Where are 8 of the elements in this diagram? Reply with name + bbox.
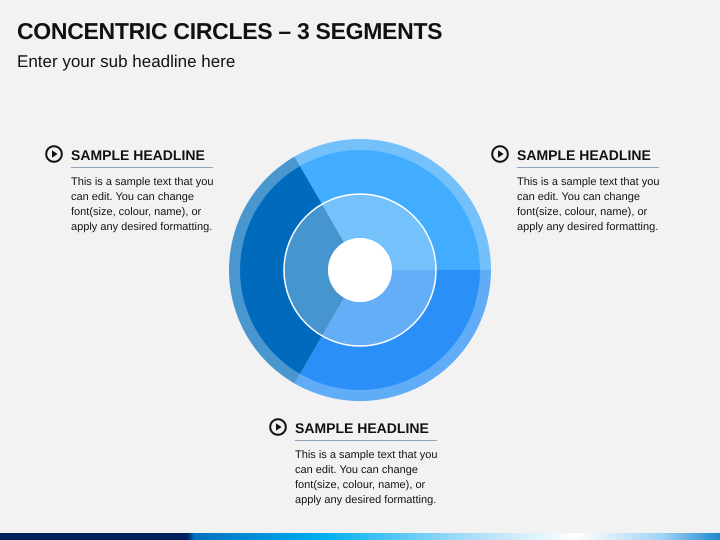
body-text: This is a sample text that you can edit. You can change font(size, colour, name), or apply any desired formatting.: [71, 175, 214, 235]
headline: SAMPLE HEADLINE: [71, 144, 213, 168]
body-text: This is a sample text that you can edit. You can change font(size, colour, name), or apply any desired formatting.: [517, 175, 660, 235]
headline: SAMPLE HEADLINE: [517, 144, 659, 168]
headline: SAMPLE HEADLINE: [295, 417, 437, 441]
body-text: This is a sample text that you can edit. You can change font(size, colour, name), or apply any desired formatting.: [295, 448, 438, 508]
title: CONCENTRIC CIRCLES – 3 SEGMENTS: [17, 17, 442, 46]
subtitle: Enter your sub headline here: [17, 51, 236, 73]
